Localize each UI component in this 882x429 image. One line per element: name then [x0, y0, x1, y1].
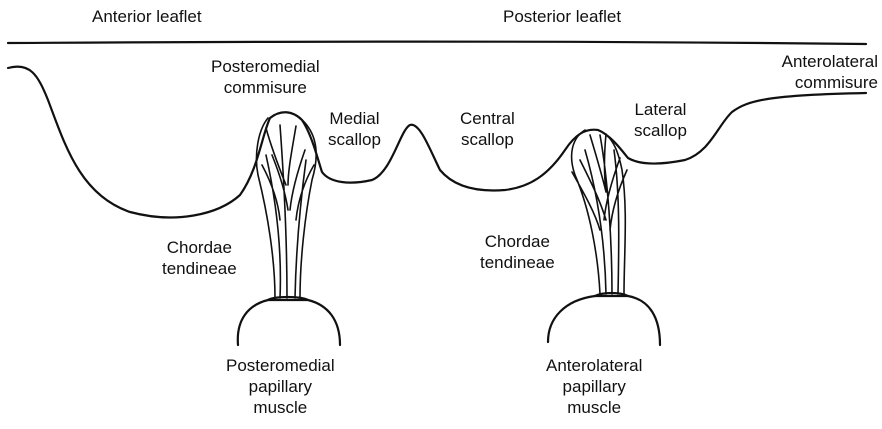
- anterior-leaflet-text: Anterior leaflet: [92, 6, 202, 27]
- posteromedial-papillary-line2: papillary: [226, 376, 335, 397]
- medial-scallop-line2: scallop: [328, 129, 381, 150]
- posteromedial-commisure-line1: Posteromedial: [211, 56, 320, 77]
- anterolateral-papillary-line2: papillary: [546, 376, 642, 397]
- chordae-tendineae-left-label: Chordae tendineae: [162, 237, 237, 279]
- annulus-line: [8, 42, 866, 44]
- lateral-scallop-line2: scallop: [634, 120, 687, 141]
- leaflet-edge: [8, 67, 866, 218]
- anterolateral-papillary-muscle-label: Anterolateral papillary muscle: [546, 355, 642, 418]
- medial-scallop-line1: Medial: [328, 108, 381, 129]
- lateral-scallop-line1: Lateral: [634, 99, 687, 120]
- central-scallop-line2: scallop: [460, 129, 515, 150]
- posteromedial-commisure-label: Posteromedial commisure: [211, 56, 320, 98]
- chordae-left-line2: tendineae: [162, 258, 237, 279]
- posteromedial-papillary-muscle-label: Posteromedial papillary muscle: [226, 355, 335, 418]
- anterolateral-commisure-line1: Anterolateral: [782, 51, 878, 72]
- posteromedial-papillary-muscle-shape: [238, 300, 340, 345]
- anterolateral-papillary-muscle-shape: [548, 296, 660, 345]
- anterolateral-commisure-line2: commisure: [782, 72, 878, 93]
- chordae-left-line1: Chordae: [162, 237, 237, 258]
- posteromedial-papillary-line1: Posteromedial: [226, 355, 335, 376]
- posterior-leaflet-text: Posterior leaflet: [503, 6, 621, 27]
- chordae-right-line2: tendineae: [480, 252, 555, 273]
- posteromedial-commisure-line2: commisure: [211, 77, 320, 98]
- anterior-leaflet-label: Anterior leaflet: [92, 6, 202, 27]
- right-chordae-bundle: [572, 130, 627, 294]
- anterolateral-papillary-line3: muscle: [546, 397, 642, 418]
- lateral-scallop-label: Lateral scallop: [634, 99, 687, 141]
- posterior-leaflet-label: Posterior leaflet: [503, 6, 621, 27]
- medial-scallop-label: Medial scallop: [328, 108, 381, 150]
- chordae-tendineae-right-label: Chordae tendineae: [480, 231, 555, 273]
- left-chordae-bundle: [256, 118, 316, 298]
- anterolateral-papillary-line1: Anterolateral: [546, 355, 642, 376]
- posteromedial-papillary-line3: muscle: [226, 397, 335, 418]
- chordae-right-line1: Chordae: [480, 231, 555, 252]
- anterolateral-commisure-label: Anterolateral commisure: [782, 51, 878, 93]
- central-scallop-line1: Central: [460, 108, 515, 129]
- central-scallop-label: Central scallop: [460, 108, 515, 150]
